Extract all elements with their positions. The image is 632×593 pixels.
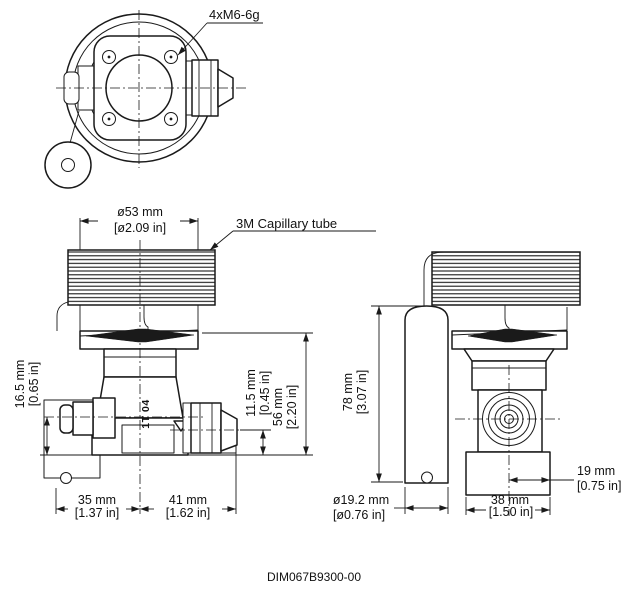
dim-text: 38 mm <box>491 493 529 507</box>
bulb-coil-disc-hole <box>61 158 75 172</box>
body-base-side <box>465 451 551 496</box>
solder-cone-front <box>220 409 238 452</box>
body-marking-text: 1T 04 <box>140 399 152 428</box>
dim-text: [0.65 in] <box>27 362 41 406</box>
dim-center-to-back: 19 mm [0.75 in] <box>509 464 621 493</box>
bulb-hole-front <box>60 472 72 484</box>
dim-text: 19 mm <box>577 464 615 478</box>
capillary-coil-side <box>431 251 581 306</box>
dim-text: [1.62 in] <box>166 506 210 520</box>
top-view: 4xM6-6g <box>44 7 263 189</box>
dim-bottom-widths: 35 mm [1.37 in] 41 mm [1.62 in] <box>55 445 237 520</box>
dim-text: [ø0.76 in] <box>333 508 385 522</box>
coil-stem-side <box>504 305 510 331</box>
flange-shadow-side <box>467 328 558 343</box>
bulb-hole-side <box>421 471 433 484</box>
dim-text: 56 mm <box>271 388 285 426</box>
dim-solder-port-height: 11.5 mm [0.45 in] <box>240 369 272 455</box>
dim-bulb-diameter: ø19.2 mm [ø0.76 in] <box>333 487 449 522</box>
dim-text: 78 mm <box>341 373 355 411</box>
dim-text: [1.50 in] <box>489 505 533 519</box>
dim-text: 11.5 mm <box>244 369 258 417</box>
capillary-label: 3M Capillary tube <box>236 216 337 231</box>
dim-text: [3.07 in] <box>355 370 369 414</box>
sensing-bulb-side <box>404 305 449 484</box>
solder-nut-front <box>190 402 222 454</box>
capillary-bend-front <box>56 301 69 331</box>
dim-text: 35 mm <box>78 493 116 507</box>
capillary-tube-side <box>423 251 445 306</box>
capillary-line-top <box>69 110 80 144</box>
bottom-port-boss <box>121 424 175 454</box>
dim-text: ø53 mm <box>117 205 163 219</box>
solder-washer-front <box>182 402 192 454</box>
dim-bulb-length: 78 mm [3.07 in] <box>341 305 423 483</box>
dim-text: 41 mm <box>169 493 207 507</box>
document-code: DIM067B9300-00 <box>267 570 361 584</box>
dim-body-depth: 38 mm [1.50 in] <box>465 493 551 519</box>
capillary-coil-front <box>67 249 216 306</box>
capillary-callout: 3M Capillary tube <box>209 216 376 251</box>
dim-text: [ø2.09 in] <box>114 221 166 235</box>
dimension-annotations: ø53 mm [ø2.09 in] 3M Capillary tube 16.5… <box>13 205 621 522</box>
body-step-side <box>463 348 555 362</box>
flare-tip-front <box>59 404 74 434</box>
dim-flare-port-height: 16.5 mm [0.65 in] <box>13 360 50 455</box>
dim-text: [0.45 in] <box>258 371 272 415</box>
dim-text: ø19.2 mm <box>333 493 389 507</box>
dim-text: [2.20 in] <box>285 385 299 429</box>
bolt-spec-label: 4xM6-6g <box>209 7 260 22</box>
dim-text: [1.37 in] <box>75 506 119 520</box>
bolt-holes <box>102 50 178 126</box>
dim-text: 16.5 mm <box>13 360 27 409</box>
dim-text: [0.75 in] <box>577 479 621 493</box>
dim-flange-diameter: ø53 mm [ø2.09 in] <box>80 205 198 235</box>
bolt-spec-callout: 4xM6-6g <box>177 7 263 56</box>
flare-nut-front <box>72 401 94 436</box>
dim-body-height: 56 mm [2.20 in] <box>40 332 313 456</box>
flare-boss-front <box>92 397 116 439</box>
side-view <box>404 251 581 516</box>
front-view: 1T 04 <box>43 218 258 514</box>
coil-stem-front <box>143 305 149 331</box>
